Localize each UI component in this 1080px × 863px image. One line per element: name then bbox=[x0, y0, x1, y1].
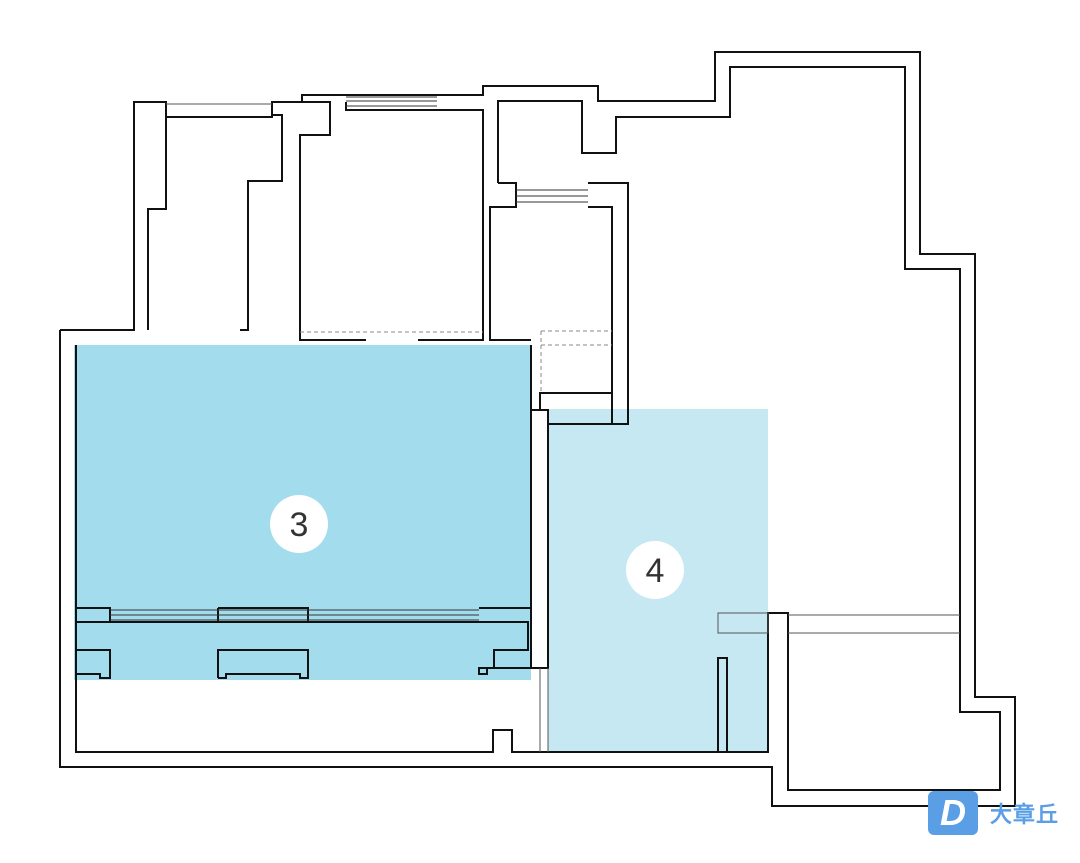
brand-logo: D 大章丘 bbox=[928, 791, 1059, 835]
outer-wall bbox=[59, 51, 1016, 807]
room-3-label: 3 bbox=[270, 495, 328, 553]
balcony-parapet bbox=[76, 621, 531, 675]
logo-badge-icon: D bbox=[928, 791, 978, 835]
wall-segment bbox=[147, 102, 167, 330]
logo-text: 大章丘 bbox=[990, 803, 1060, 828]
inner-wall-outline bbox=[75, 66, 1001, 791]
wall-segment bbox=[531, 182, 629, 425]
svg-text:3: 3 bbox=[290, 506, 309, 544]
logo-badge-letter: D bbox=[940, 792, 966, 833]
counter bbox=[717, 612, 769, 634]
room-4-label: 4 bbox=[626, 541, 684, 599]
svg-text:4: 4 bbox=[646, 552, 665, 590]
wall-segment bbox=[345, 102, 484, 341]
wall-segment bbox=[240, 114, 283, 331]
partition-post bbox=[717, 657, 728, 753]
wall-segment bbox=[540, 409, 549, 424]
wall-segment bbox=[588, 206, 613, 393]
wall-segment bbox=[489, 182, 531, 341]
wall-segment bbox=[299, 101, 366, 341]
